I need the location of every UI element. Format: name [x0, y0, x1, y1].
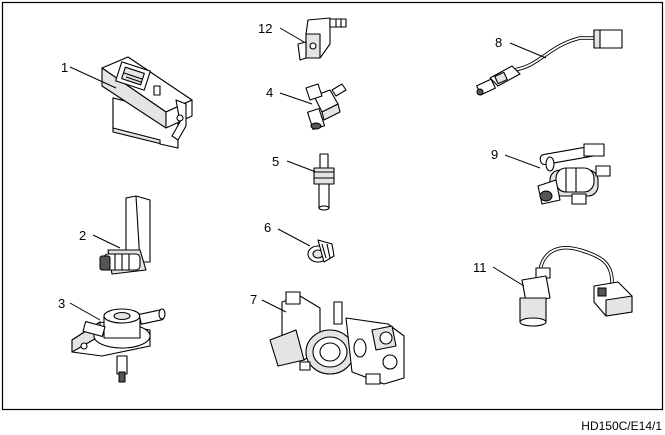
part-6-plug-sensor	[307, 239, 335, 263]
callout-12: 12	[258, 21, 272, 36]
callout-3: 3	[58, 296, 65, 311]
part-9-fuel-pump	[537, 143, 611, 205]
callout-5: 5	[272, 154, 279, 169]
callout-9: 9	[491, 147, 498, 162]
drawing-reference-code: HD150C/E14/1	[581, 419, 662, 433]
leader-lines	[69, 27, 547, 321]
part-7-throttle-body	[269, 291, 405, 385]
part-2-idle-motor	[99, 195, 151, 275]
diagram-frame	[1, 1, 664, 411]
callout-labels: 1 2 3 4 5 6 7 8 9 11 12	[58, 21, 502, 311]
part-4-injector	[305, 83, 347, 130]
part-8-oxygen-sensor	[476, 29, 623, 96]
callout-7: 7	[250, 292, 257, 307]
part-3-purge-valve	[71, 308, 166, 383]
part-11-speed-sensor	[519, 245, 633, 327]
callout-6: 6	[264, 220, 271, 235]
callout-4: 4	[266, 85, 273, 100]
callout-8: 8	[495, 35, 502, 50]
part-5-temp-sensor	[313, 153, 335, 211]
part-1-ecu-module	[101, 56, 193, 149]
callout-1: 1	[61, 60, 68, 75]
callout-11: 11	[473, 260, 487, 275]
callout-2: 2	[79, 228, 86, 243]
part-12-pressure-sensor	[297, 17, 347, 61]
